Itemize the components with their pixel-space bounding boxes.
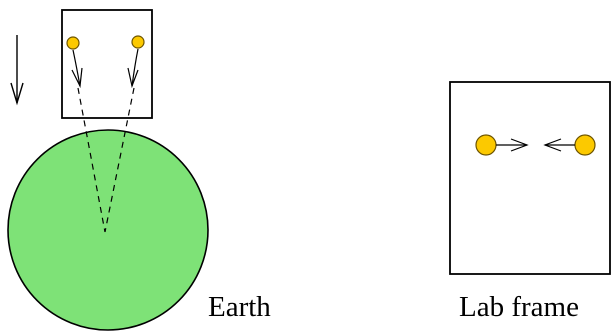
ball-right (131, 35, 145, 49)
falling-frame-box (61, 9, 153, 119)
ball-right-velocity-arrow (127, 48, 139, 89)
lab-ball-right (574, 134, 596, 156)
earth-circle (7, 129, 209, 331)
lab-ball-left-arrow (496, 138, 529, 152)
lab-ball-right-arrow (543, 138, 575, 152)
ball-left (66, 36, 80, 50)
ball-left-velocity-arrow (71, 49, 83, 89)
earth-label: Earth (208, 291, 271, 323)
convergence-lines (77, 87, 135, 233)
down-arrow-icon (10, 35, 24, 106)
lab-frame-label: Lab frame (459, 291, 579, 323)
lab-ball-left (475, 134, 497, 156)
lab-frame-box (449, 81, 611, 275)
